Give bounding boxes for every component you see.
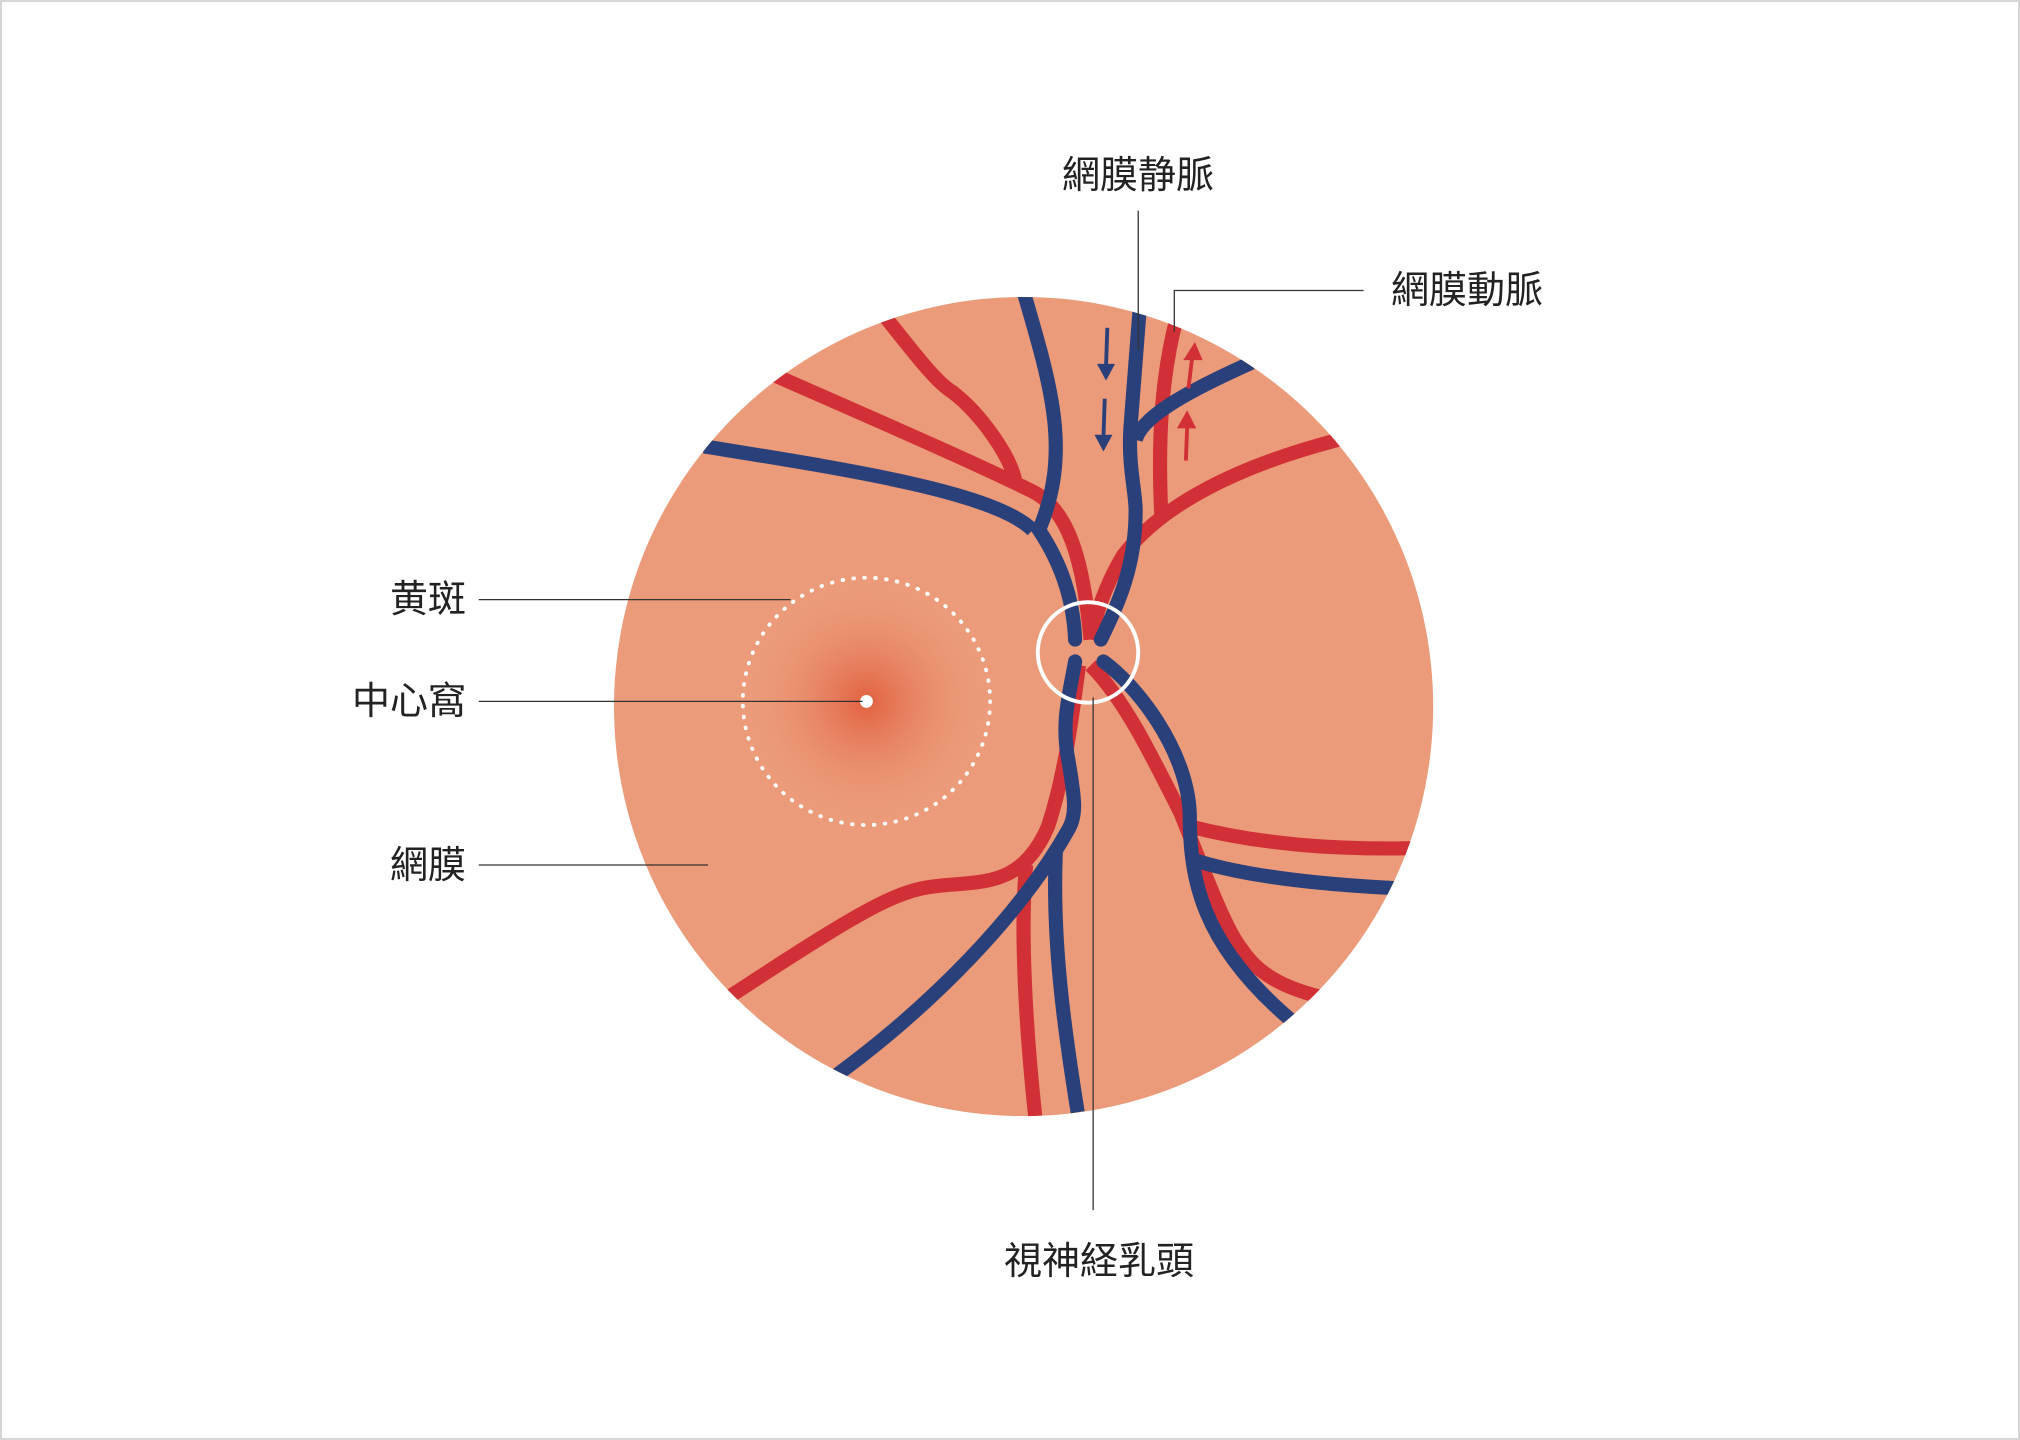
retinal-veins [703, 296, 1397, 1114]
macula-boundary [740, 575, 993, 827]
label-retinal-artery: 網膜動脈 [1391, 268, 1544, 312]
leader-lines [478, 210, 1364, 1211]
vein [1048, 851, 1085, 1114]
vein-flow-arrows [1094, 327, 1116, 452]
label-macula: 黄斑 [390, 577, 467, 621]
vein [1187, 851, 1397, 896]
vein [1096, 654, 1298, 1027]
artery [772, 369, 1098, 641]
label-retina: 網膜 [390, 843, 467, 887]
artery [1187, 819, 1413, 856]
vein [703, 439, 1038, 536]
vein [829, 654, 1083, 1082]
optic-disc-circle [1035, 600, 1141, 705]
retinal-arteries [726, 313, 1413, 1117]
fovea-dot [860, 694, 873, 708]
artery-flow-arrows [1176, 342, 1203, 461]
artery-leader [1173, 289, 1364, 332]
label-optic-disc: 視神経乳頭 [1004, 1239, 1195, 1283]
artery [1085, 660, 1321, 1004]
label-retinal-vein: 網膜静脈 [1062, 153, 1215, 197]
vein [1016, 296, 1083, 647]
artery [880, 313, 1023, 487]
vein [1128, 356, 1255, 443]
label-fovea: 中心窩 [352, 679, 467, 723]
